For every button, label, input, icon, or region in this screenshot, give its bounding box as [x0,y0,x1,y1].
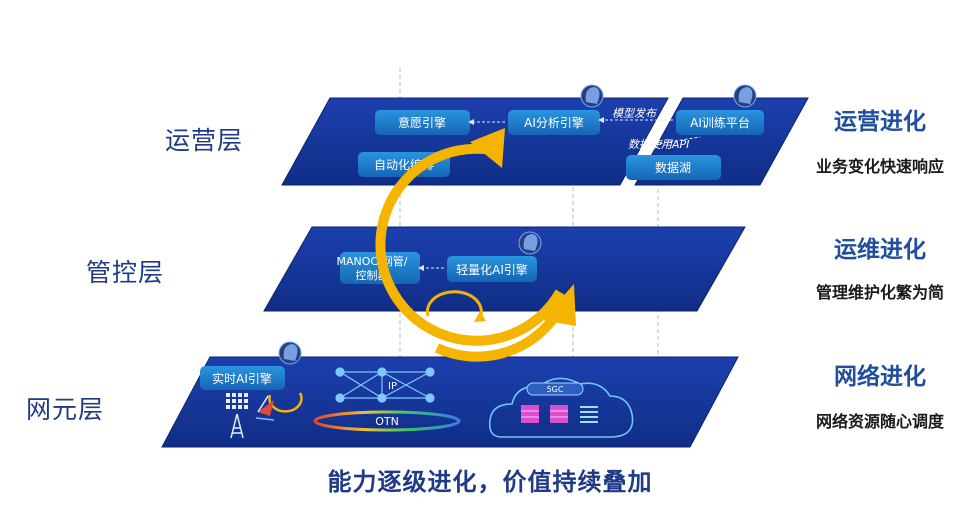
svg-text:数据湖: 数据湖 [655,160,691,175]
ip-network-icon [335,367,435,403]
ai-analysis-engine-module[interactable]: AI分析引擎 [508,110,600,135]
element-evolution-subtitle: 网络资源随心调度 [815,412,944,431]
control-evolution-title: 运维进化 [834,237,926,263]
control-loop-icon [425,290,486,322]
light-ai-engine-module[interactable]: 轻量化AI引擎 [447,256,537,282]
control-flow-arrow [418,265,444,271]
svg-text:5GC: 5GC [547,385,564,394]
svg-text:实时AI引擎: 实时AI引擎 [212,371,272,386]
realtime-ai-engine-module[interactable]: 实时AI引擎 [200,366,285,390]
base-station-icon [226,393,248,439]
ai-head-icon [580,84,604,108]
element-evolution-title: 网络进化 [834,364,926,390]
bottom-caption: 能力逐级进化，价值持续叠加 [327,468,653,496]
data-api-annotation: 数据使用API [628,138,689,151]
evolution-arrowhead-top [470,128,505,168]
server-rack-icon [521,405,598,423]
otn-label: OTN [375,415,399,428]
ai-head-icon [518,231,542,255]
ops-evolution-subtitle: 业务变化快速响应 [815,157,944,176]
ai-training-platform-module[interactable]: AI训练平台 [676,110,764,135]
evolution-arrowhead-bottom [542,284,576,326]
element-layer-label: 网元层 [26,395,105,424]
svg-text:AI分析引擎: AI分析引擎 [524,115,584,130]
ops-flow-arrows [468,117,701,146]
cloud-icon [488,377,634,438]
evolution-cycle-arrow [375,143,565,362]
element-layer-plane [161,356,739,448]
svg-text:轻量化AI引擎: 轻量化AI引擎 [456,262,528,277]
model-publish-annotation: 模型发布 [612,107,658,120]
ai-head-icon [278,341,302,365]
ai-head-icon [733,84,757,108]
control-layer-label: 管控层 [86,258,165,287]
control-evolution-subtitle: 管理维护化繁为简 [815,283,944,302]
fivegc-badge: 5GC [526,382,584,396]
svg-text:MANOC/网管/: MANOC/网管/ [337,254,408,268]
data-lake-module[interactable]: 数据湖 [626,155,721,180]
element-loop-icon [268,392,303,413]
intent-engine-module[interactable]: 意愿引擎 [375,110,470,135]
svg-text:AI训练平台: AI训练平台 [690,115,750,130]
svg-text:意愿引擎: 意愿引擎 [398,115,446,130]
ops-evolution-title: 运营进化 [834,109,926,135]
otn-ring [313,410,461,432]
ip-label: IP [388,381,397,392]
antenna-icon [255,395,275,421]
ops-layer-label: 运营层 [165,126,244,155]
